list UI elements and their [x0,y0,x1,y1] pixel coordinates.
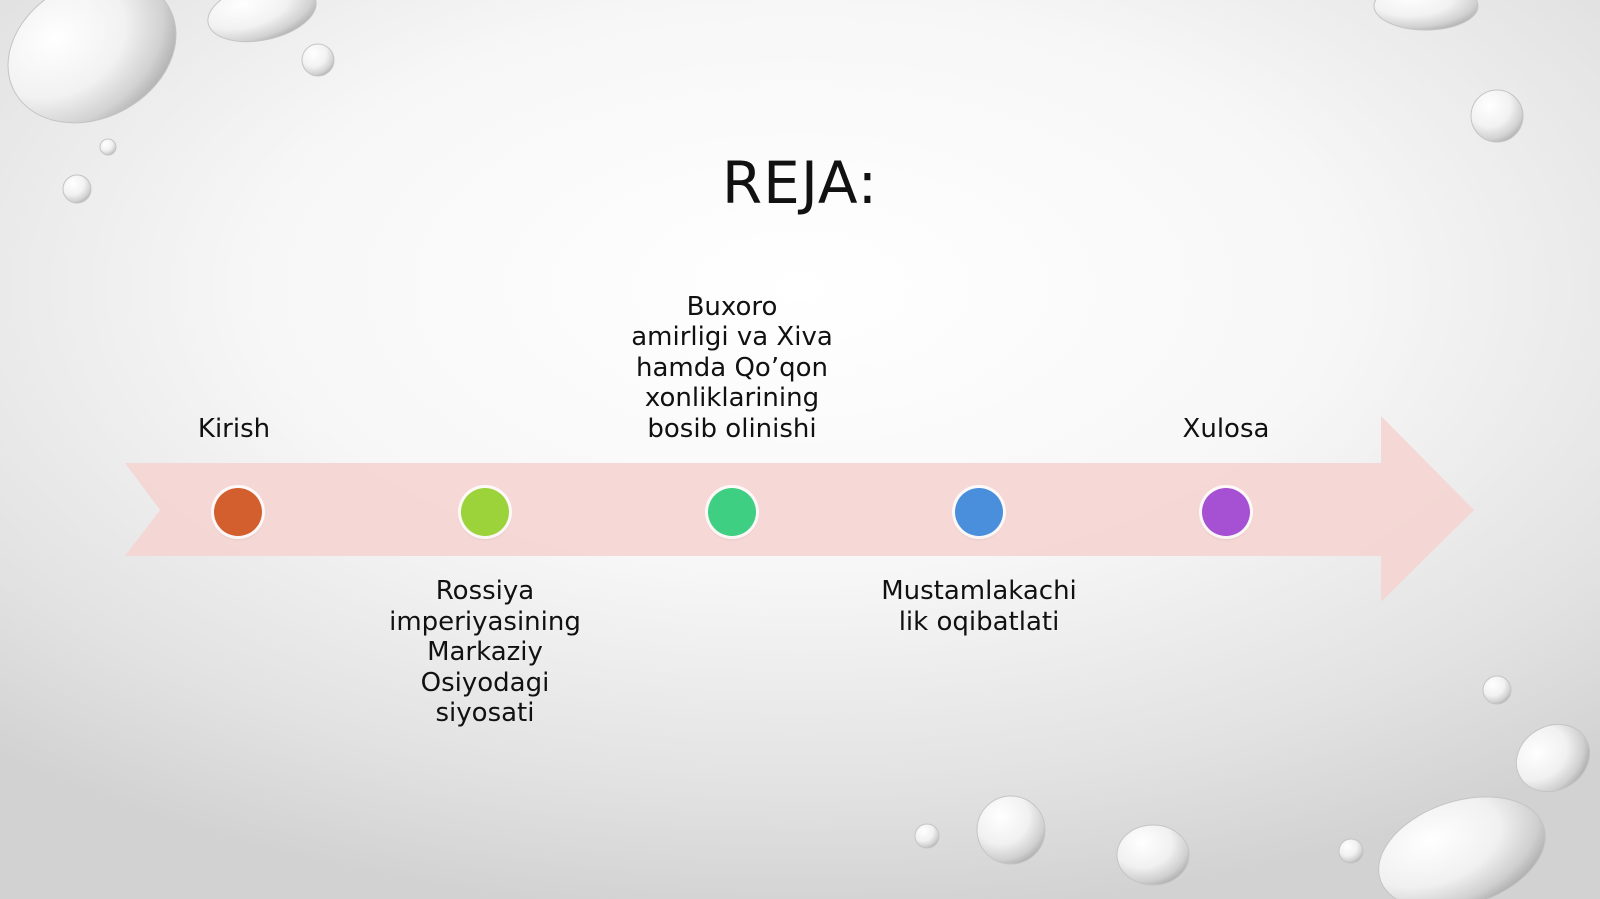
drop-shape [1338,838,1364,864]
drop-shape [1515,723,1591,793]
drop-shape [1470,89,1524,143]
drop-shape [207,0,317,43]
timeline-marker [708,488,756,536]
drop-shape [1116,824,1190,886]
timeline-marker [955,488,1003,536]
timeline-label: Kirish [197,413,271,444]
timeline-arrow-shape [125,416,1474,602]
drop-shape [1482,675,1512,705]
drop-shape [99,138,117,156]
timeline-marker [214,488,262,536]
drop-shape [976,795,1046,865]
drop-shape [1373,0,1479,31]
drop-shape [914,823,940,849]
timeline-label: Mustamlakachi lik oqibatlati [881,576,1077,637]
drop-shape [1378,796,1546,899]
slide-title: REJA: [721,149,879,217]
drop-shape [301,43,335,77]
drop-shape [7,0,177,124]
timeline-marker [1202,488,1250,536]
timeline-marker [461,488,509,536]
timeline-label: Buxoro amirligi va Xiva hamda Qo’qon xon… [631,291,833,444]
timeline-label: Xulosa [1182,413,1270,444]
drop-shape [62,174,92,204]
timeline-label: Rossiya imperiyasining Markaziy Osiyodag… [389,576,581,728]
